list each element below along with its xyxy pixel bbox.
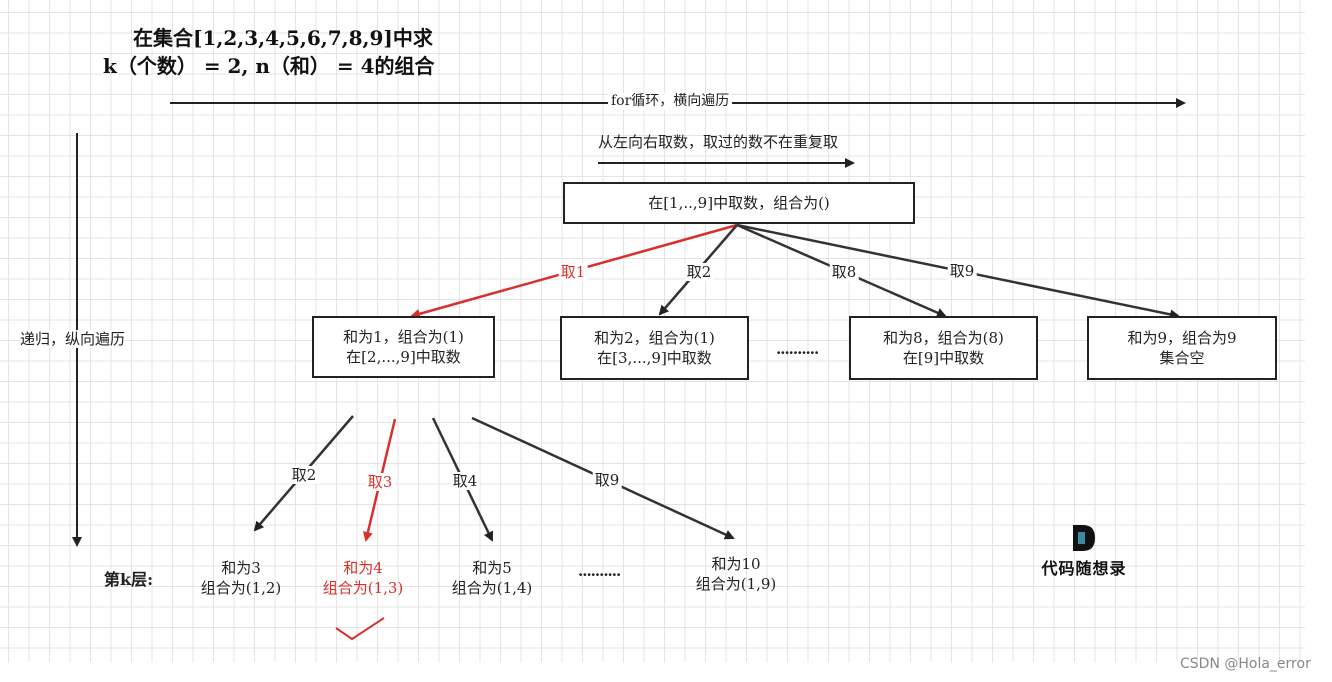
leaf-sum-3: 和为3 组合为(1,2) [201, 558, 282, 598]
title-line-2: k（个数） = 2, n（和） = 4的组合 [103, 54, 435, 78]
node-line-2: 在[3,...,9]中取数 [597, 349, 712, 367]
leaf-line-1: 和为4 [343, 559, 383, 577]
node-take-9: 和为9，组合为9 集合空 [1087, 316, 1277, 380]
leaf-line-2: 组合为(1,2) [200, 579, 282, 597]
leaf-line-2: 组合为(1,4) [451, 579, 533, 597]
node-line-2: 集合空 [1159, 349, 1205, 367]
leaf-sum-10: 和为10 组合为(1,9) [696, 554, 777, 594]
leaf-line-1: 和为3 [221, 559, 261, 577]
check-mark-icon [335, 617, 385, 641]
leaf-line-1: 和为5 [472, 559, 512, 577]
node-line-1: 和为8，组合为(8) [883, 329, 1004, 347]
node-take-1: 和为1，组合为(1) 在[2,...,9]中取数 [312, 316, 495, 378]
node-line-1: 和为1，组合为(1) [343, 328, 464, 346]
pick-order-label: 从左向右取数，取过的数不在重复取 [598, 133, 839, 151]
root-node-text: 在[1,..,9]中取数，组合为() [648, 194, 830, 212]
level2-ellipsis: .......... [578, 562, 621, 580]
edge-label-l2-take-3: 取3 [365, 473, 395, 491]
watermark: CSDN @Hola_error [1180, 656, 1311, 672]
vertical-axis-label: 递归，纵向遍历 [20, 330, 126, 348]
node-line-2: 在[2,...,9]中取数 [346, 348, 461, 366]
leaf-line-2: 组合为(1,9) [695, 575, 777, 593]
leaf-line-1: 和为10 [711, 555, 761, 573]
edge-label-take-2: 取2 [684, 263, 714, 281]
edge-label-take-8: 取8 [829, 263, 859, 281]
node-line-2: 在[9]中取数 [902, 349, 985, 367]
edge-label-take-1: 取1 [558, 263, 588, 281]
edge-label-take-9: 取9 [947, 262, 977, 280]
leaf-sum-4: 和为4 组合为(1,3) [323, 558, 404, 598]
horizontal-axis-label: for循环，横向遍历 [608, 93, 733, 110]
node-take-8: 和为8，组合为(8) 在[9]中取数 [849, 316, 1038, 380]
leaf-line-2: 组合为(1,3) [322, 579, 404, 597]
node-line-1: 和为9，组合为9 [1127, 329, 1237, 347]
node-line-1: 和为2，组合为(1) [594, 329, 715, 347]
title-line-1: 在集合[1,2,3,4,5,6,7,8,9]中求 [133, 26, 433, 50]
root-node: 在[1,..,9]中取数，组合为() [563, 182, 915, 224]
edge-label-l2-take-4: 取4 [450, 472, 480, 490]
leaf-sum-5: 和为5 组合为(1,4) [452, 558, 533, 598]
logo-text: 代码随想录 [1041, 559, 1127, 578]
edge-label-l2-take-9: 取9 [592, 471, 622, 489]
edge-label-l2-take-2: 取2 [289, 466, 319, 484]
level1-ellipsis: .......... [776, 340, 819, 358]
logo-d-icon [1073, 525, 1095, 551]
layer-label: 第k层: [104, 570, 153, 589]
logo: 代码随想录 [1034, 522, 1134, 578]
node-take-2: 和为2，组合为(1) 在[3,...,9]中取数 [560, 316, 749, 380]
